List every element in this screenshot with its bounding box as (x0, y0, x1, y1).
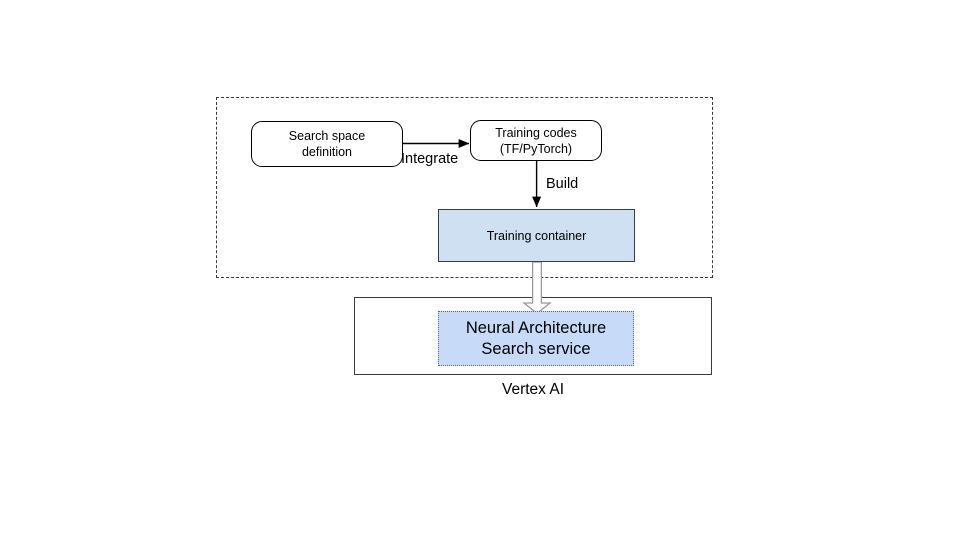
user-side-dashed-group (216, 97, 713, 278)
node-search-space-definition[interactable]: Search space definition (251, 121, 403, 167)
node-training-codes[interactable]: Training codes (TF/PyTorch) (470, 120, 602, 161)
edge-label-integrate: Integrate (401, 151, 459, 167)
node-label: Training container (486, 228, 587, 243)
node-neural-architecture-search-service[interactable]: Neural Architecture Search service (438, 311, 634, 366)
node-label: Neural Architecture Search service (465, 318, 607, 358)
node-training-container[interactable]: Training container (438, 209, 635, 262)
node-label: Search space definition (288, 129, 366, 159)
edge-label-build: Build (546, 176, 579, 192)
node-label: Training codes (TF/PyTorch) (495, 125, 577, 156)
vertex-ai-caption: Vertex AI (501, 381, 565, 398)
deploy-block-arrow (522, 261, 552, 315)
